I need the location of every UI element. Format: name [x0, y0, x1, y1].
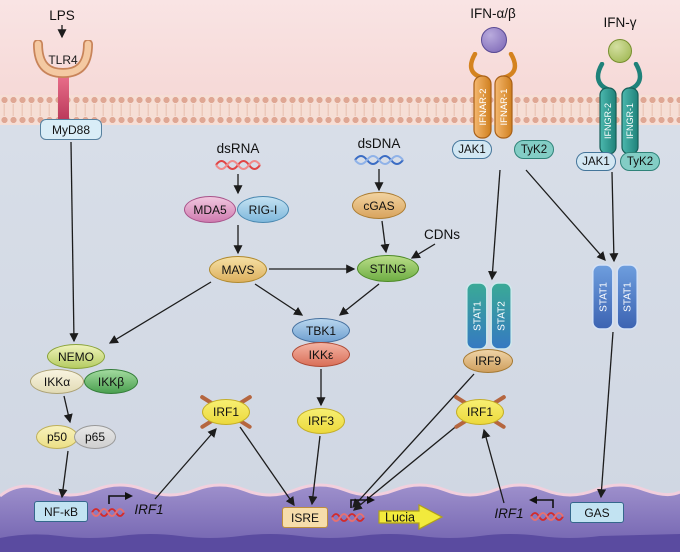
gas-site-box: GAS: [570, 502, 624, 523]
stat1-label: STAT1: [598, 282, 609, 312]
myd88-node: MyD88: [40, 119, 102, 140]
ifn-gamma-label: IFN-γ: [603, 15, 637, 30]
mavs-node: MAVS: [209, 256, 267, 283]
tbk1-node: TBK1: [292, 318, 350, 343]
ifngr-tyk2-node: TyK2: [620, 152, 660, 171]
stat1-stat2-complex: STAT1 STAT2: [466, 282, 512, 350]
nfkb-site-box: NF-κB: [34, 501, 88, 522]
lucia-reporter-arrow: Lucia: [378, 504, 444, 530]
ifnar2-label: IFNAR-2: [478, 89, 489, 126]
ifnar-receptor: IFNAR-2 IFNAR-1: [468, 52, 518, 139]
stat1-label: STAT1: [472, 301, 483, 331]
dsrna-label: dsRNA: [216, 141, 260, 156]
dsdna-icon: [354, 155, 404, 165]
p65-node: p65: [74, 425, 116, 449]
tlr4-label: TLR4: [48, 53, 78, 67]
dna-squiggle-icon: [91, 508, 125, 517]
irf9-node: IRF9: [463, 349, 513, 373]
ifngr-jak1-node: JAK1: [576, 152, 616, 171]
ifngr-receptor: IFNGR-2 IFNGR-1: [595, 62, 643, 155]
ifn-gamma-ligand: [608, 39, 632, 63]
rigi-node: RIG-I: [237, 196, 289, 223]
plasma-membrane: [0, 95, 680, 125]
ifngr1-label: IFNGR-1: [625, 103, 635, 139]
stat1-stat1-complex: STAT1 STAT1: [592, 264, 638, 330]
promoter-arrow-icon: [350, 496, 375, 508]
extracellular-region: [0, 0, 680, 95]
irf1-gene-label: IRF1: [494, 506, 524, 521]
irf1-ko-left: IRF1: [196, 394, 256, 430]
ifnar-jak1-node: JAK1: [452, 140, 492, 159]
ikka-node: IKKα: [30, 369, 84, 394]
irf3-node: IRF3: [297, 408, 345, 434]
lucia-label: Lucia: [385, 511, 415, 525]
dsdna-label: dsDNA: [357, 136, 401, 151]
irf1-gene-label: IRF1: [134, 502, 164, 517]
irf1-node: IRF1: [456, 399, 504, 425]
sting-node: STING: [357, 255, 419, 282]
irf1-node: IRF1: [202, 399, 250, 425]
lps-label: LPS: [49, 8, 75, 23]
nucleolus-band: [0, 534, 680, 552]
ifnar-tyk2-node: TyK2: [514, 140, 554, 159]
promoter-arrow-icon: [108, 492, 133, 504]
dsrna-icon: [215, 160, 261, 170]
dna-squiggle-icon: [331, 513, 365, 522]
ikkb-node: IKKβ: [84, 369, 138, 394]
ifngr2-label: IFNGR-2: [603, 103, 613, 139]
ikke-node: IKKε: [292, 342, 350, 367]
tlr4-receptor: TLR4: [33, 40, 93, 128]
ifn-alpha-beta-label: IFN-α/β: [470, 6, 516, 21]
stat1-label: STAT1: [623, 282, 634, 312]
cgas-node: cGAS: [352, 192, 406, 219]
promoter-arrow-left-icon: [529, 496, 554, 508]
ifnar1-label: IFNAR-1: [499, 89, 510, 126]
ifn-alpha-beta-ligand: [481, 27, 507, 53]
nemo-node: NEMO: [47, 344, 105, 369]
mda5-node: MDA5: [184, 196, 236, 223]
irf1-ko-right: IRF1: [450, 394, 510, 430]
dna-squiggle-icon: [530, 512, 564, 521]
isre-site-box: ISRE: [282, 507, 328, 528]
cdns-label: CDNs: [424, 227, 460, 242]
p50-node: p50: [36, 425, 78, 449]
stat2-label: STAT2: [497, 301, 508, 331]
